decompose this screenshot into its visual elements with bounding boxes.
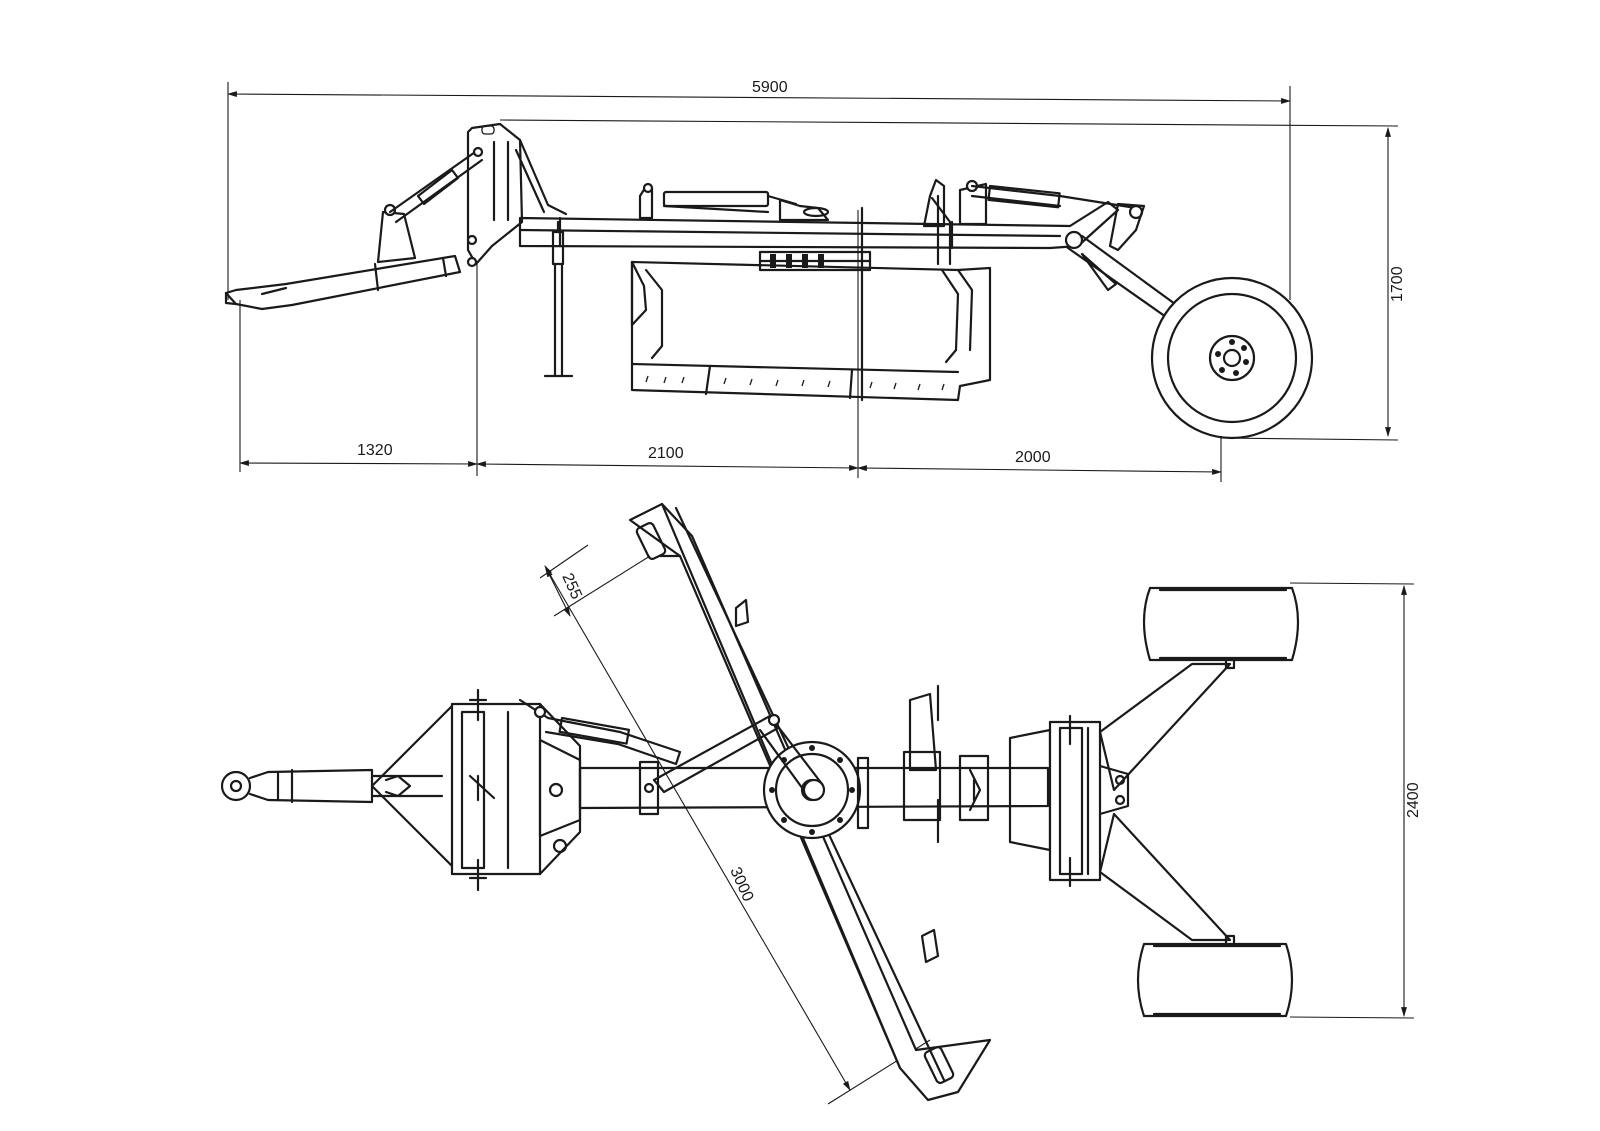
frame-tower (466, 122, 568, 268)
dimension-height: 1700 (499, 119, 1406, 441)
dimension-track-width: 2400 (1289, 582, 1422, 1019)
turntable-bolts (769, 745, 855, 835)
top-hitch-drawbar (220, 704, 454, 868)
top-view: 3000 255 2400 (220, 502, 1422, 1105)
dimension-label-front-segment: 1320 (357, 442, 393, 459)
side-view: 5900 1700 1320 2100 2000 (224, 79, 1406, 482)
top-rear-frame (1008, 714, 1130, 888)
hitch-cylinder (376, 146, 484, 264)
blade-moldboard (630, 260, 992, 402)
top-push-arm (652, 713, 826, 802)
top-rear-mast (902, 684, 990, 844)
wheel-lug-nuts (1215, 339, 1249, 376)
top-wheel-lower (1136, 942, 1294, 1018)
main-beam (518, 200, 1120, 250)
dimension-label-height: 1700 (1389, 266, 1406, 302)
dimension-blade-length: 3000 (539, 544, 931, 1105)
turntable (758, 250, 872, 272)
top-center-post (856, 756, 870, 830)
blade-cylinder (638, 182, 830, 222)
blade-bolts (645, 375, 945, 391)
top-front-frame (384, 688, 582, 892)
rear-wheel (1150, 276, 1314, 440)
dimension-label-middle-segment: 2100 (648, 445, 684, 462)
parking-jack (543, 220, 574, 378)
hitch-drawbar (224, 254, 462, 311)
dimension-label-track-width: 2400 (1405, 782, 1422, 818)
dimension-overall-length: 5900 (227, 79, 1291, 300)
top-wheel-struts (1098, 654, 1236, 950)
top-wheel-upper (1142, 586, 1300, 662)
rear-lift-cylinder (922, 178, 1146, 266)
top-front-cylinder (518, 698, 682, 766)
top-front-clamps (384, 688, 496, 892)
dimension-label-overall-length: 5900 (752, 79, 788, 96)
dimension-label-blade-width: 255 (558, 571, 584, 602)
dimension-label-rear-segment: 2000 (1015, 449, 1051, 466)
dimension-segments: 1320 2100 2000 (239, 210, 1222, 482)
top-main-beam (578, 760, 1050, 816)
dimension-blade-width: 255 (545, 555, 651, 617)
